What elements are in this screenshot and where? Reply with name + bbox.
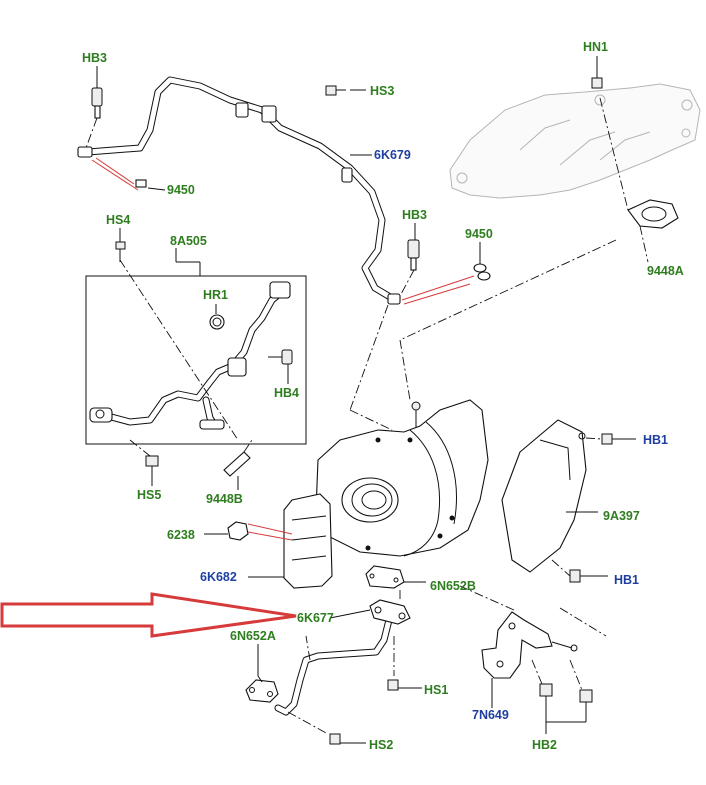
assembly-box-8a505 — [85, 248, 307, 445]
heat-shield-9a397 — [501, 419, 598, 573]
callout-arrow — [0, 592, 297, 638]
label-6k682: 6K682 — [200, 570, 237, 584]
bolt-hs2 — [287, 711, 366, 745]
label-6n652b: 6N652B — [430, 579, 476, 593]
label-6238: 6238 — [167, 528, 195, 542]
banjo-bolt-hb3-top — [91, 87, 103, 119]
label-hr1: HR1 — [203, 288, 228, 302]
banjo-bolt-hb3-mid — [407, 239, 420, 271]
label-6k679: 6K679 — [374, 148, 411, 162]
bolt-hb1-bottom — [551, 559, 608, 583]
label-hs3: HS3 — [370, 84, 394, 98]
label-hb3-mid: HB3 — [402, 208, 427, 222]
label-hs4: HS4 — [106, 213, 130, 227]
bolt-hn1 — [591, 70, 603, 89]
label-9a397: 9A397 — [603, 509, 640, 523]
leader-lines-top — [85, 56, 649, 431]
clip-6238 — [204, 521, 293, 541]
label-hb2: HB2 — [532, 738, 557, 752]
gasket-9448b — [223, 439, 253, 490]
gasket-9448a — [627, 199, 679, 229]
turbocharger-body — [315, 399, 489, 557]
part-labels: HB3 HN1 HS3 6K679 9450 HS4 8A505 HB3 945… — [82, 40, 684, 752]
washer-9450-top — [135, 179, 147, 188]
label-hb1-top: HB1 — [643, 433, 668, 447]
label-hs2: HS2 — [369, 738, 393, 752]
bolt-hs5 — [129, 439, 159, 486]
label-hn1: HN1 — [583, 40, 608, 54]
washers-9450-mid — [473, 263, 491, 281]
oil-return-pipe-6k677 — [274, 590, 411, 716]
label-hs5: HS5 — [137, 488, 161, 502]
label-8a505: 8A505 — [170, 234, 207, 248]
label-9448b: 9448B — [206, 492, 243, 506]
label-6k677: 6K677 — [297, 611, 334, 625]
bracket-7n649 — [459, 585, 607, 708]
label-9450-mid: 9450 — [465, 227, 493, 241]
label-hb4: HB4 — [274, 386, 299, 400]
gasket-6n652b — [365, 565, 426, 589]
oil-feed-pipe-6k679 — [77, 76, 401, 305]
gasket-6n652a — [245, 644, 279, 703]
label-9450-top: 9450 — [167, 183, 195, 197]
label-hb1-bottom: HB1 — [614, 573, 639, 587]
actuator-6k682 — [248, 493, 333, 589]
bolt-hs4 — [115, 228, 126, 262]
label-hs1: HS1 — [424, 683, 448, 697]
bolt-hs3 — [325, 85, 346, 96]
bolt-hs1 — [387, 636, 422, 691]
bolts-hb2 — [531, 659, 593, 734]
label-9448a: 9448A — [647, 264, 684, 278]
label-7n649: 7N649 — [472, 708, 509, 722]
label-6n652a: 6N652A — [230, 629, 276, 643]
exhaust-manifold-ghost — [449, 83, 701, 199]
label-hb3-top: HB3 — [82, 51, 107, 65]
bolt-hb1-top — [585, 433, 636, 445]
